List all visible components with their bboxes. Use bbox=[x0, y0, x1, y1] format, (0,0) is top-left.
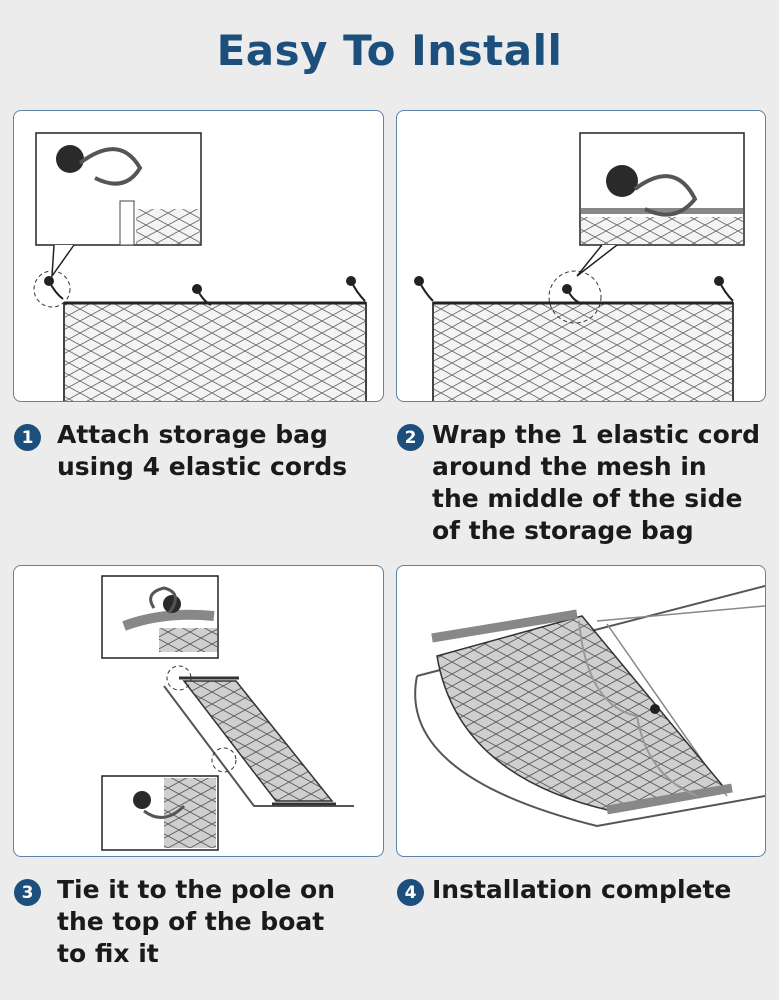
step-4-caption: 4 Installation complete bbox=[397, 874, 731, 906]
step-3-illustration bbox=[13, 565, 384, 857]
step-2-caption: 2 Wrap the 1 elastic cord around the mes… bbox=[397, 419, 760, 547]
hook-icon bbox=[346, 276, 366, 302]
hook-icon bbox=[44, 276, 64, 300]
step-number-badge: 4 bbox=[397, 879, 424, 906]
step-4-illustration bbox=[396, 565, 766, 857]
step-1-illustration bbox=[13, 110, 384, 402]
step-text: Installation complete bbox=[432, 875, 732, 904]
step-number-badge: 3 bbox=[14, 879, 41, 906]
step-text: Wrap the 1 elastic cord around the mesh … bbox=[432, 420, 760, 545]
page-title: Easy To Install bbox=[216, 26, 563, 75]
hook-icon bbox=[192, 284, 212, 306]
step-2-illustration bbox=[396, 110, 766, 402]
step-text: Tie it to the pole on the top of the boa… bbox=[57, 875, 336, 968]
step-number-badge: 1 bbox=[14, 424, 41, 451]
step-text: Attach storage bag using 4 elastic cords bbox=[57, 420, 348, 481]
step-1-caption: 1 Attach storage bag using 4 elastic cor… bbox=[14, 419, 347, 483]
step-3-caption: 3 Tie it to the pole on the top of the b… bbox=[14, 874, 335, 970]
step-number-badge: 2 bbox=[397, 424, 424, 451]
